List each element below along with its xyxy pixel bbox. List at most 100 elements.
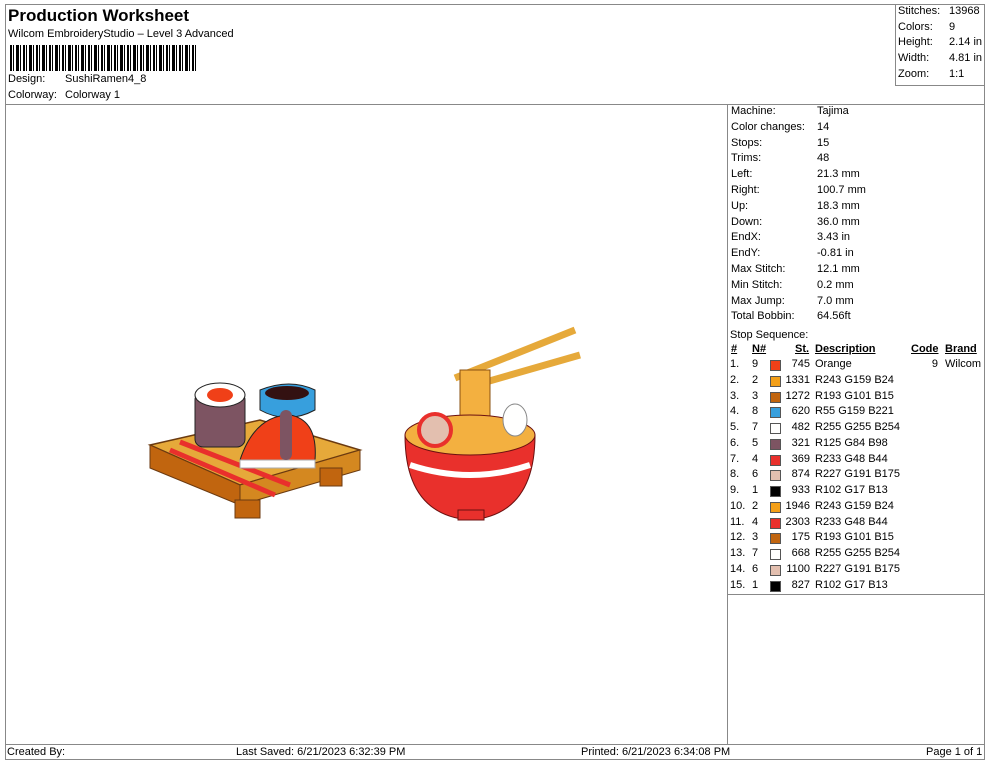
- color-swatch: [770, 438, 781, 450]
- stitch-count: 668: [791, 547, 810, 559]
- info-label: EndX:: [731, 231, 761, 244]
- stitch-count: 369: [791, 452, 810, 465]
- info-value: 7.0 mm: [817, 294, 854, 307]
- info-value: 3.43 in: [817, 231, 851, 244]
- summary-label: Stitches:: [898, 5, 941, 17]
- summary-row: Zoom:1:1: [898, 68, 964, 80]
- info-value: -0.81 in: [817, 247, 854, 260]
- needle-number: 4: [752, 452, 759, 465]
- info-value: 12.1 mm: [817, 263, 860, 275]
- machine-info-row: Left:21.3 mm: [731, 168, 860, 180]
- stop-row: 7. 4 369 R233 G48 B44: [730, 453, 985, 468]
- summary-label: Width:: [898, 52, 930, 65]
- stop-number: 9.: [730, 484, 740, 496]
- color-description: Orange: [815, 358, 852, 370]
- stop-row: 9. 1 933 R102 G17 B13: [730, 484, 985, 499]
- stop-row: 4. 8 620 R55 G159 B221: [730, 405, 985, 420]
- stop-row: 14. 6 1100 R227 G191 B175: [730, 563, 985, 578]
- needle-number: 7: [752, 547, 759, 559]
- info-value: 14: [817, 120, 830, 133]
- info-label: Machine:: [731, 105, 776, 117]
- machine-info-row: Machine:Tajima: [731, 105, 849, 117]
- color-description: R255 G255 B254: [815, 547, 901, 559]
- stitch-count: 321: [791, 436, 810, 449]
- col-header-needle: N#: [752, 343, 767, 355]
- stitch-count: 874: [791, 468, 810, 481]
- info-label: Color changes:: [731, 120, 805, 133]
- summary-label: Height:: [898, 36, 933, 49]
- divider: [727, 595, 728, 744]
- thread-brand: Wilcom: [945, 358, 982, 370]
- thread-code: 9: [931, 358, 938, 370]
- stop-number: 8.: [730, 468, 740, 481]
- color-swatch: [770, 580, 781, 592]
- stop-row: 8. 6 874 R227 G191 B175: [730, 468, 985, 483]
- colorway-value: Colorway 1: [65, 89, 121, 101]
- printed-date: Printed: 6/21/2023 6:34:08 PM: [581, 746, 731, 758]
- machine-info-row: Down:36.0 mm: [731, 215, 860, 228]
- color-description: R55 G159 B221: [815, 405, 894, 418]
- needle-number: 6: [752, 562, 759, 575]
- stop-sequence-title: Stop Sequence:: [730, 329, 809, 341]
- summary-row: Width:4.81 in: [898, 52, 982, 65]
- summary-value: 2.14 in: [949, 36, 983, 49]
- needle-number: 1: [752, 484, 759, 496]
- stop-number: 4.: [730, 405, 740, 418]
- summary-row: Colors:9: [898, 21, 955, 33]
- machine-info-row: Right:100.7 mm: [731, 184, 866, 196]
- stitch-count: 1946: [785, 499, 810, 512]
- color-swatch: [770, 375, 781, 387]
- stop-row: 12. 3 175 R193 G101 B15: [730, 531, 985, 546]
- sushi-board: [147, 382, 363, 519]
- stop-number: 6.: [730, 436, 740, 449]
- design-value: SushiRamen4_8: [65, 73, 147, 85]
- needle-number: 6: [752, 468, 759, 481]
- info-label: Up:: [731, 199, 749, 212]
- design-field: Design: SushiRamen4_8: [8, 73, 146, 85]
- machine-info-row: EndY:-0.81 in: [731, 247, 854, 259]
- needle-number: 1: [752, 578, 759, 591]
- info-label: Stops:: [731, 136, 763, 149]
- stop-number: 7.: [730, 452, 740, 465]
- info-label: Min Stitch:: [731, 278, 783, 291]
- color-description: R125 G84 B98: [815, 436, 888, 449]
- color-swatch: [770, 407, 781, 419]
- colorway-label: Colorway:: [8, 89, 57, 101]
- design-label: Design:: [8, 73, 46, 85]
- machine-info-row: Total Bobbin:64.56ft: [731, 310, 851, 323]
- machine-info-row: Max Jump: 7.0 mm: [731, 294, 854, 307]
- color-description: R193 G101 B15: [815, 531, 894, 544]
- color-swatch: [770, 454, 781, 466]
- info-value: 100.7 mm: [817, 184, 866, 196]
- stop-row: 13. 7 668 R255 G255 B254: [730, 547, 985, 562]
- stop-number: 15.: [730, 578, 746, 591]
- needle-number: 9: [752, 358, 759, 370]
- color-swatch: [770, 486, 781, 497]
- machine-info-row: Trims:48: [731, 152, 829, 165]
- color-swatch: [770, 549, 781, 560]
- barcode: [10, 45, 197, 71]
- stitch-count: 745: [791, 358, 810, 370]
- col-header-num: #: [731, 343, 738, 355]
- info-label: Down:: [731, 215, 763, 228]
- machine-info-row: Max Stitch: 12.1 mm: [731, 263, 860, 275]
- needle-number: 8: [752, 405, 759, 418]
- needle-number: 4: [752, 515, 759, 528]
- color-swatch: [770, 564, 781, 576]
- info-label: Trims:: [731, 152, 762, 165]
- color-description: R102 G17 B13: [815, 484, 888, 496]
- divider: [5, 104, 985, 105]
- summary-value: 1:1: [949, 67, 965, 80]
- col-header-code: Code: [911, 343, 939, 355]
- info-label: Total Bobbin:: [731, 310, 795, 323]
- machine-info-row: Up: 18.3 mm: [731, 199, 860, 212]
- info-value: 18.3 mm: [817, 199, 860, 212]
- stop-row: 10. 2 1946 R243 G159 B24: [730, 500, 985, 515]
- summary-row: Stitches:13968: [898, 5, 980, 17]
- info-label: Max Jump:: [731, 294, 785, 307]
- stitch-count: 933: [791, 484, 810, 496]
- stop-row: 3. 3 1272 R193 G101 B15: [730, 390, 985, 405]
- needle-number: 5: [752, 436, 759, 449]
- info-label: Max Stitch:: [731, 263, 786, 275]
- stitch-count: 2303: [785, 515, 810, 528]
